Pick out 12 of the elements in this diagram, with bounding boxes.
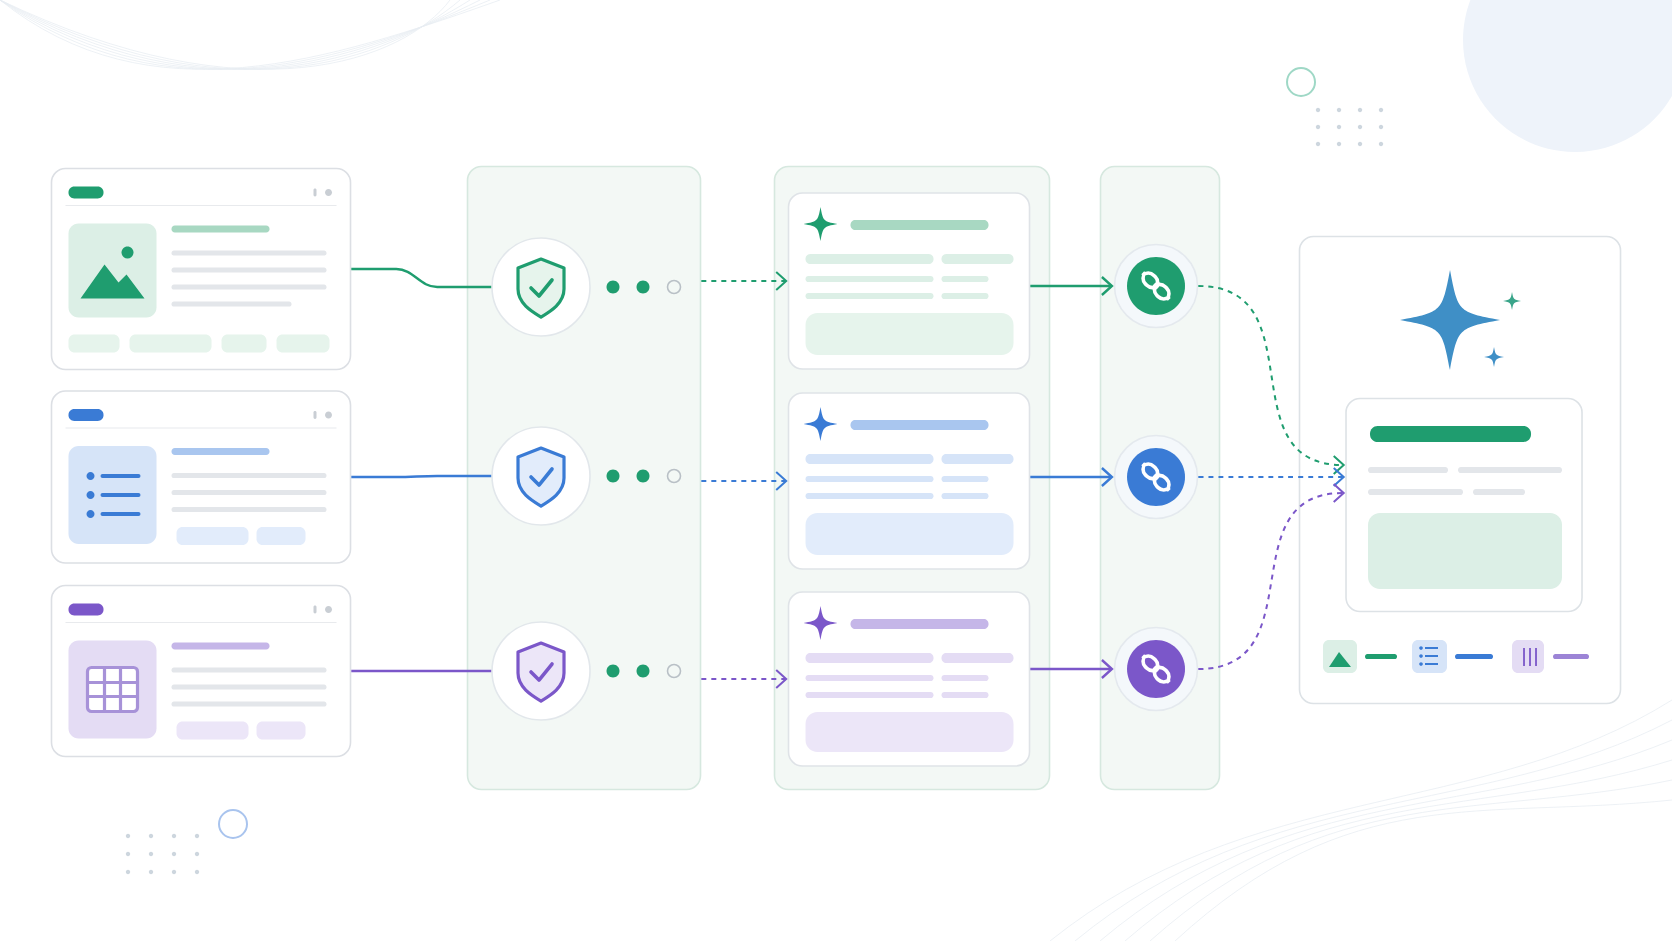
arrow <box>1197 483 1346 670</box>
arrow <box>1197 467 1346 487</box>
arrow <box>1030 276 1114 296</box>
connector-line <box>351 669 492 673</box>
arrow <box>1030 659 1114 679</box>
connector-line <box>351 267 492 289</box>
arrow <box>700 669 788 689</box>
arrow <box>1197 285 1346 475</box>
connector-line <box>351 474 492 479</box>
arrow <box>700 471 788 491</box>
arrow <box>1030 467 1114 487</box>
arrow <box>700 271 788 291</box>
